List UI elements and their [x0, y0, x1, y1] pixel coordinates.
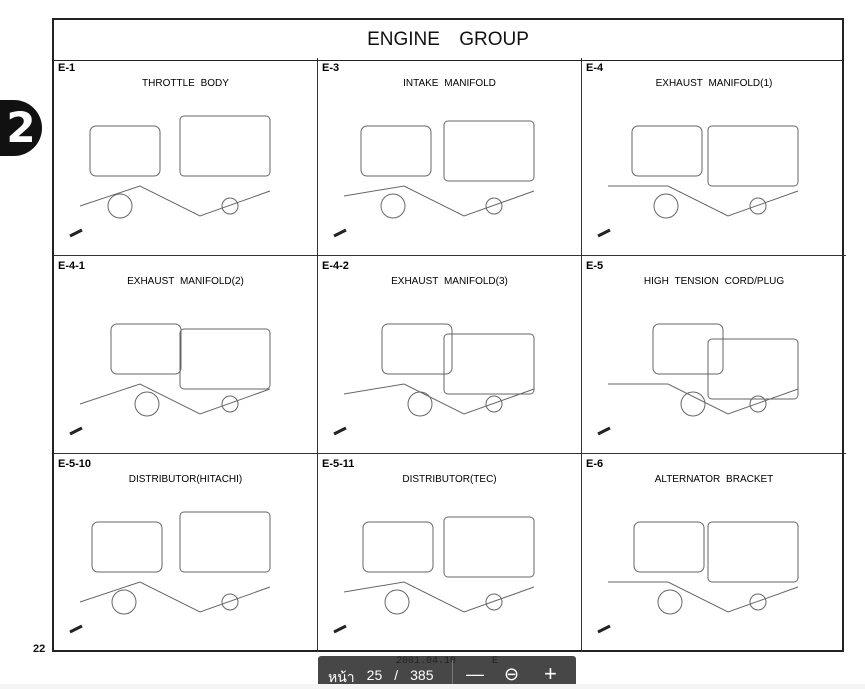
page-indicator: หน้า 25 / 385	[328, 667, 434, 689]
section-title: EXHAUST MANIFOLD(2)	[127, 276, 244, 287]
parts-diagram	[597, 323, 799, 436]
zoom-reset-icon[interactable]: ⊖	[504, 664, 520, 684]
section-title: EXHAUST MANIFOLD(3)	[391, 276, 508, 287]
section-code: E-4-1	[58, 260, 85, 272]
zoom-out-button[interactable]: —	[466, 664, 484, 684]
parts-diagram	[333, 516, 535, 634]
section-code: E-5	[586, 260, 604, 272]
current-page-input[interactable]: 25	[366, 667, 383, 683]
page-label: หน้า	[328, 669, 355, 685]
section-cell[interactable]: E-3 INTAKE MANIFOLD	[318, 58, 582, 256]
parts-diagram	[69, 115, 271, 238]
total-pages: 385	[410, 667, 434, 683]
section-cell[interactable]: E-5-11 DISTRIBUTOR(TEC)	[318, 454, 582, 652]
section-title: EXHAUST MANIFOLD(1)	[655, 78, 773, 89]
parts-diagram	[597, 125, 799, 238]
section-code: E-6	[586, 458, 604, 470]
group-title: ENGINE GROUP	[54, 20, 842, 61]
section-title: HIGH TENSION CORD/PLUG	[643, 276, 785, 287]
divider	[452, 660, 453, 684]
footer-stamp: 2001.04.10 E	[396, 656, 499, 667]
section-cell[interactable]: E-6 ALTERNATOR BRACKET	[582, 454, 846, 652]
zoom-in-button[interactable]: +	[544, 661, 557, 686]
section-cell[interactable]: E-5 HIGH TENSION CORD/PLUG	[582, 256, 846, 454]
parts-index-frame: ENGINE GROUP E-1 THROTTLE BODY E-3 INTAK…	[52, 18, 846, 652]
section-code: E-4-2	[322, 260, 349, 272]
section-cell[interactable]: E-4-2 EXHAUST MANIFOLD(3)	[318, 256, 582, 454]
section-code: E-1	[58, 62, 76, 74]
parts-diagram	[69, 323, 271, 436]
section-title: DISTRIBUTOR(HITACHI)	[128, 474, 243, 485]
section-cell[interactable]: E-4-1 EXHAUST MANIFOLD(2)	[54, 256, 318, 454]
section-cell[interactable]: E-5-10 DISTRIBUTOR(HITACHI)	[54, 454, 318, 652]
section-cell[interactable]: E-4 EXHAUST MANIFOLD(1)	[582, 58, 846, 256]
section-code: E-3	[322, 62, 340, 74]
parts-diagram	[333, 120, 535, 238]
pdf-toolbar: 2001.04.10 E หน้า 25 / 385 — ⊖ +	[318, 656, 576, 686]
section-title: INTAKE MANIFOLD	[403, 78, 496, 89]
section-title: DISTRIBUTOR(TEC)	[402, 474, 497, 485]
page-number: 22	[33, 643, 46, 655]
parts-diagram	[69, 511, 271, 634]
page-separator: /	[394, 667, 399, 683]
section-cell[interactable]: E-1 THROTTLE BODY	[54, 58, 318, 256]
section-tab: 2	[0, 100, 42, 156]
section-title: THROTTLE BODY	[142, 78, 229, 89]
section-title: ALTERNATOR BRACKET	[654, 474, 774, 485]
parts-diagram	[597, 521, 799, 634]
parts-diagram	[333, 323, 535, 436]
section-code: E-5-11	[322, 458, 355, 470]
section-code: E-5-10	[58, 458, 92, 470]
section-code: E-4	[586, 62, 604, 74]
